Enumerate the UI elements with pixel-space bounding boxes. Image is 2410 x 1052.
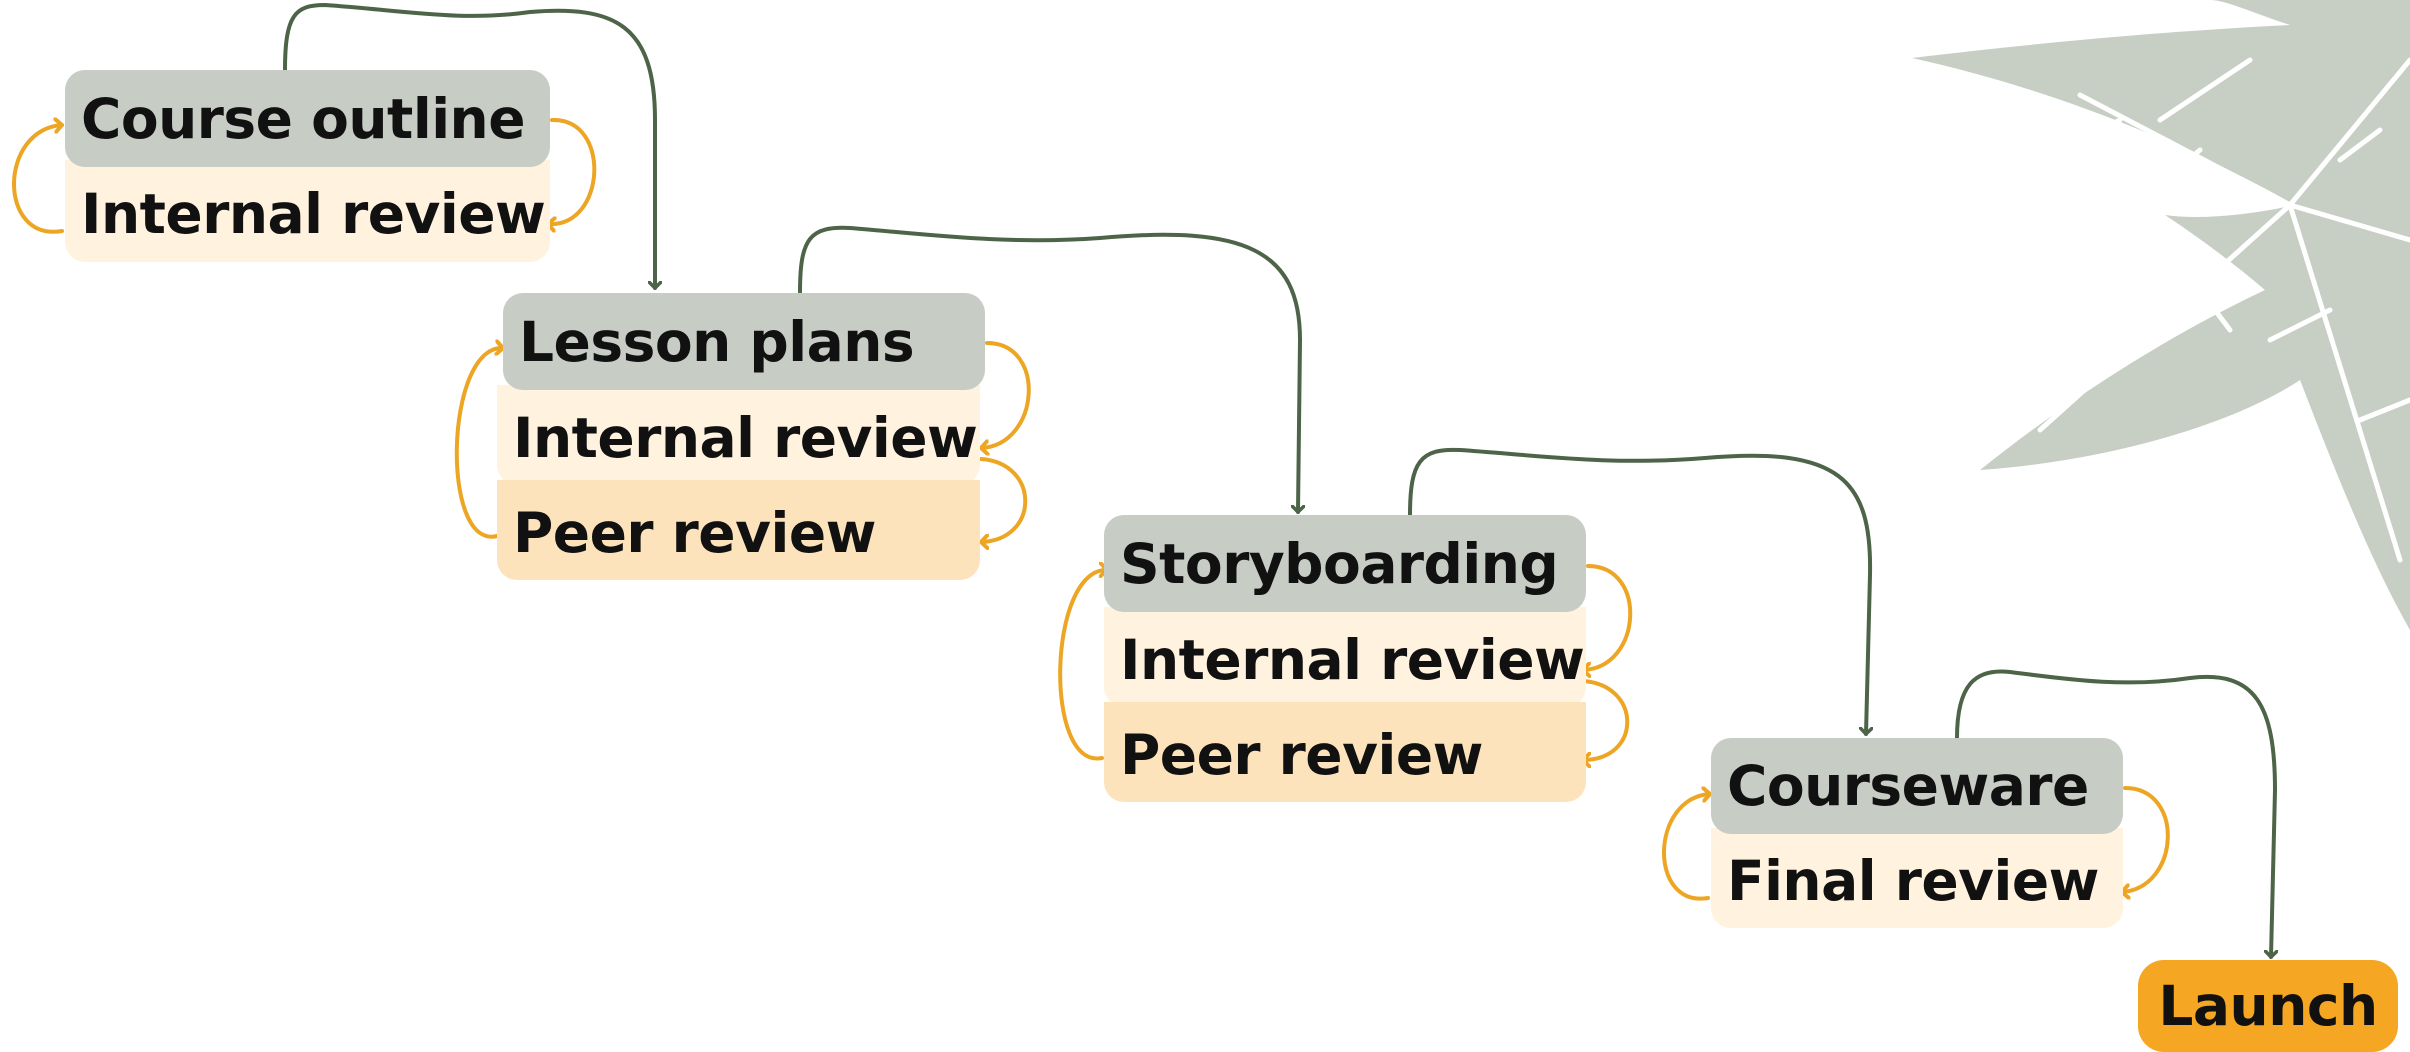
review-loop-left xyxy=(1058,570,1109,761)
flow-arrow-1 xyxy=(283,2,655,290)
review-loop-left xyxy=(1662,794,1712,901)
review-internal: Internal review xyxy=(1104,607,1586,707)
review-final: Final review xyxy=(1711,828,2123,928)
stage-title-storyboarding: Storyboarding xyxy=(1104,515,1586,612)
flow-arrow-3 xyxy=(1408,447,1870,736)
review-loop-right xyxy=(2120,786,2170,892)
review-peer: Peer review xyxy=(497,480,980,580)
review-peer: Peer review xyxy=(1104,702,1586,802)
flow-arrow-2 xyxy=(798,225,1300,514)
review-loop-right xyxy=(1581,679,1630,760)
review-loop-arrows xyxy=(12,117,2170,901)
stage-title-courseware: Courseware xyxy=(1711,738,2123,834)
stage-title-lesson-plans: Lesson plans xyxy=(503,293,985,390)
review-loop-right xyxy=(546,117,597,224)
review-loop-left xyxy=(454,348,505,539)
flow-arrows xyxy=(283,2,2275,959)
review-loop-left xyxy=(12,125,64,234)
leaf-icon xyxy=(1912,0,2410,630)
review-loop-right xyxy=(979,341,1031,448)
flow-arrow-4 xyxy=(1955,669,2275,959)
review-loop-right xyxy=(1581,564,1633,670)
launch-badge: Launch xyxy=(2138,960,2398,1052)
review-internal: Internal review xyxy=(65,160,550,262)
review-loop-right xyxy=(979,457,1028,542)
stage-title-course-outline: Course outline xyxy=(65,70,550,167)
review-internal: Internal review xyxy=(497,385,980,485)
